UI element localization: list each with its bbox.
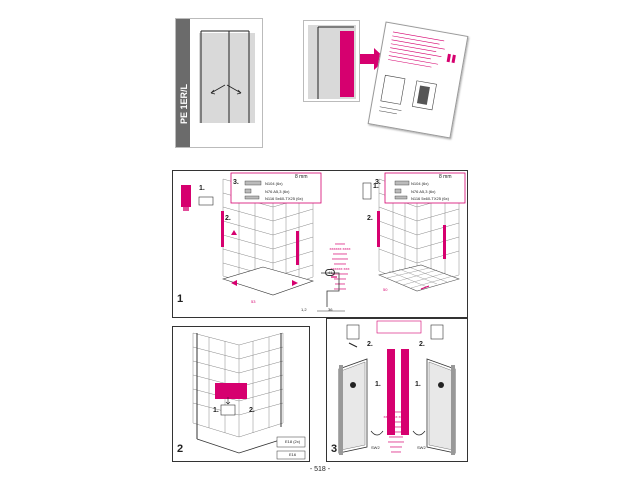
step1-panel: 1. 2. 3. 8 mm N104 (6x) N76 A5,3 (6x) N1… [172, 170, 468, 318]
step1-dim-a: 41 [325, 269, 336, 276]
step1-dim-e: 1,2 [301, 307, 307, 312]
step3-drawing [338, 320, 456, 455]
step3-sw-right: SW2 [417, 445, 426, 450]
step3-number: 3 [331, 443, 338, 455]
step1-right-part-1: N104 (6x) [411, 181, 429, 186]
step1-left-step-3: 3. [233, 179, 239, 186]
step2-step-2: 2. [249, 407, 255, 414]
step2-part-b: E16 [289, 452, 297, 457]
step3-step-1a: 1. [375, 381, 381, 388]
step3-panel: 1. 2. 1. 2. SW2 SW2 xxxxx xxxxxxx xxxxx … [326, 318, 468, 462]
step1-left-part-3: N116 5x60-TX25 (6x) [265, 196, 303, 201]
shower-cover-drawing [199, 30, 255, 123]
step1-left-drill-size: 8 mm [295, 174, 308, 180]
step1-right-part-2: N76 A5,3 (6x) [411, 189, 436, 194]
step2-part-a: E18 (2x) [285, 439, 301, 444]
step1-left-part-1: N104 (6x) [265, 181, 283, 186]
step1-left-drawing [181, 172, 322, 296]
step1-right-step-2: 2. [367, 215, 373, 222]
step1-number: 1 [177, 293, 184, 305]
step1-dim-c: 53 [251, 299, 256, 304]
step1-left-step-2: 2. [225, 215, 231, 222]
cover-panel: PE 1ER/L [175, 18, 263, 148]
step2-step-1: 1. [213, 407, 219, 414]
step3-step-2b: 2. [419, 341, 425, 348]
step3-note: xxxxx xxxxxxx xxxxx xxxxxx xxxxxxx xxxxx… [383, 409, 409, 454]
model-code: PE 1ER/L [179, 84, 189, 125]
step1-right-drill-size: 8 mm [439, 174, 452, 180]
step3-step-2a: 2. [367, 341, 373, 348]
model-sidebar: PE 1ER/L [176, 19, 190, 147]
step2-panel: 1. 2. E18 (2x) E16 2 [172, 326, 310, 462]
step1-right-part-3: N116 5x60-TX25 (6x) [411, 196, 449, 201]
step1-right-drawing [362, 172, 466, 292]
shower-door-drawing [308, 25, 356, 99]
step1-right-step-1: 1. [373, 183, 379, 190]
intro-shower-panel [303, 20, 360, 102]
manual-sheet [367, 21, 469, 139]
step1-left-step-1: 1. [199, 185, 205, 192]
page-number: - 518 - [309, 466, 331, 473]
step1-dim-d: 50 [383, 287, 388, 292]
step1-dim-b: 36 [328, 307, 333, 312]
step1-right-step-3: 3. [375, 179, 381, 186]
step3-step-1b: 1. [415, 381, 421, 388]
step2-drawing [192, 332, 306, 460]
step1-note: xxxxx xxxxxx xxxx xxxxxxx xxxxxxxx xxxxx… [329, 241, 351, 291]
step1-left-part-2: N76 A5,3 (6x) [265, 189, 290, 194]
step3-sw-left: SW2 [371, 445, 380, 450]
manual-content [379, 31, 456, 115]
step2-number: 2 [177, 443, 184, 455]
